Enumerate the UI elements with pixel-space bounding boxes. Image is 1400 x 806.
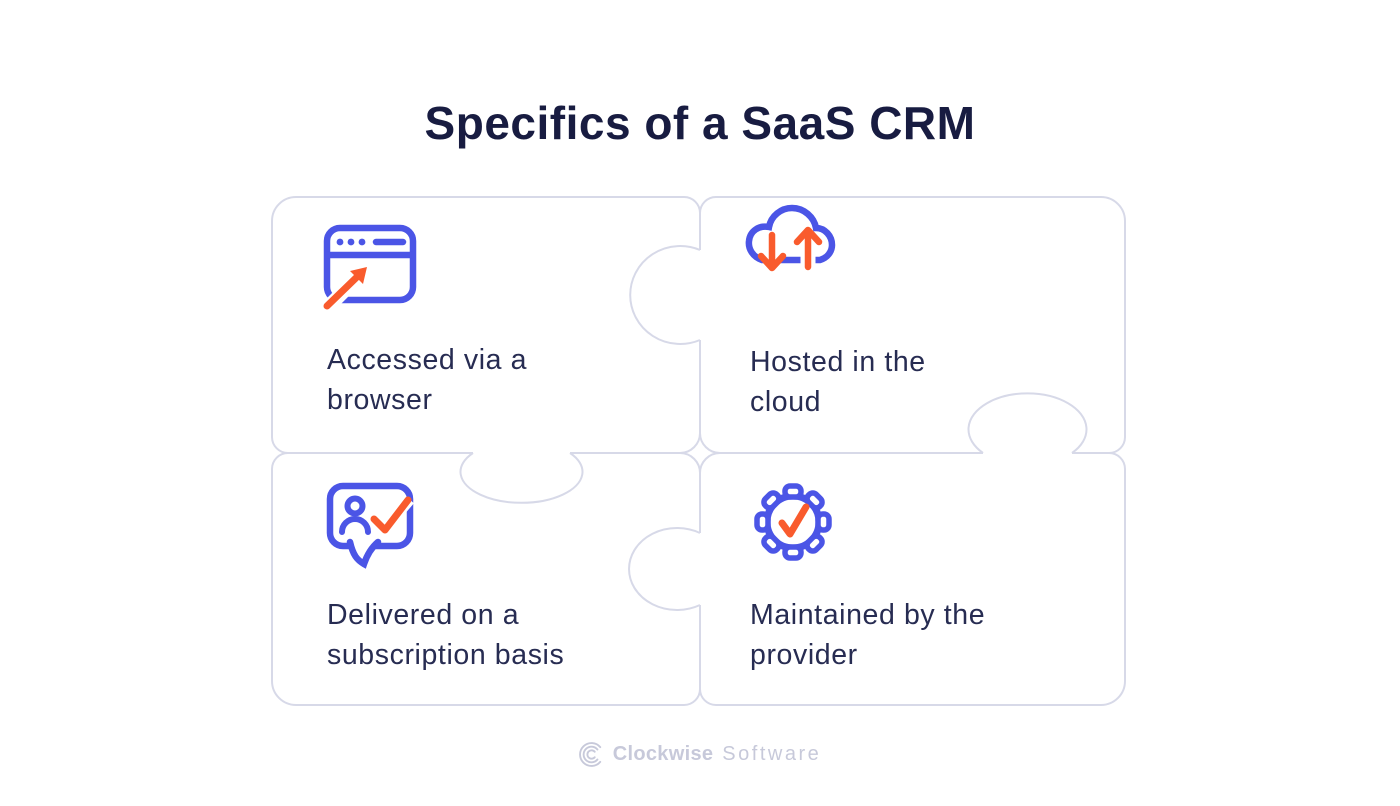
card-maintained-by-provider: Maintained by the provider	[700, 453, 1125, 705]
card-label: Delivered on a subscription basis	[327, 599, 565, 671]
card-accessed-via-browser: Accessed via a browser	[272, 197, 700, 453]
center-star-junction	[679, 432, 721, 474]
card-label: Maintained by the provider	[750, 599, 986, 671]
clockwise-logo-icon	[578, 742, 601, 767]
subscription-check-icon	[326, 482, 414, 569]
brand-name-light: Software	[722, 743, 822, 765]
card-subscription-basis: Delivered on a subscription basis	[272, 453, 700, 705]
card-hosted-in-cloud: Hosted in the cloud	[700, 197, 1125, 453]
gear-check-icon	[754, 483, 832, 561]
puzzle-tab-left	[459, 452, 584, 504]
puzzle-tab-bottom	[628, 527, 701, 611]
puzzle-tab-top	[629, 245, 701, 345]
puzzle-tab-right	[967, 392, 1088, 454]
browser-arrow-icon	[323, 224, 417, 317]
page-title: Specifics of a SaaS CRM	[424, 97, 976, 149]
card-label: Accessed via a browser	[327, 344, 528, 416]
card-label: Hosted in the cloud	[750, 346, 926, 418]
cloud-transfer-icon	[745, 204, 836, 273]
brand-name-bold: Clockwise	[612, 743, 714, 765]
puzzle-outer-border	[271, 196, 1126, 706]
brand-footer: Clockwise Software	[0, 742, 1400, 767]
